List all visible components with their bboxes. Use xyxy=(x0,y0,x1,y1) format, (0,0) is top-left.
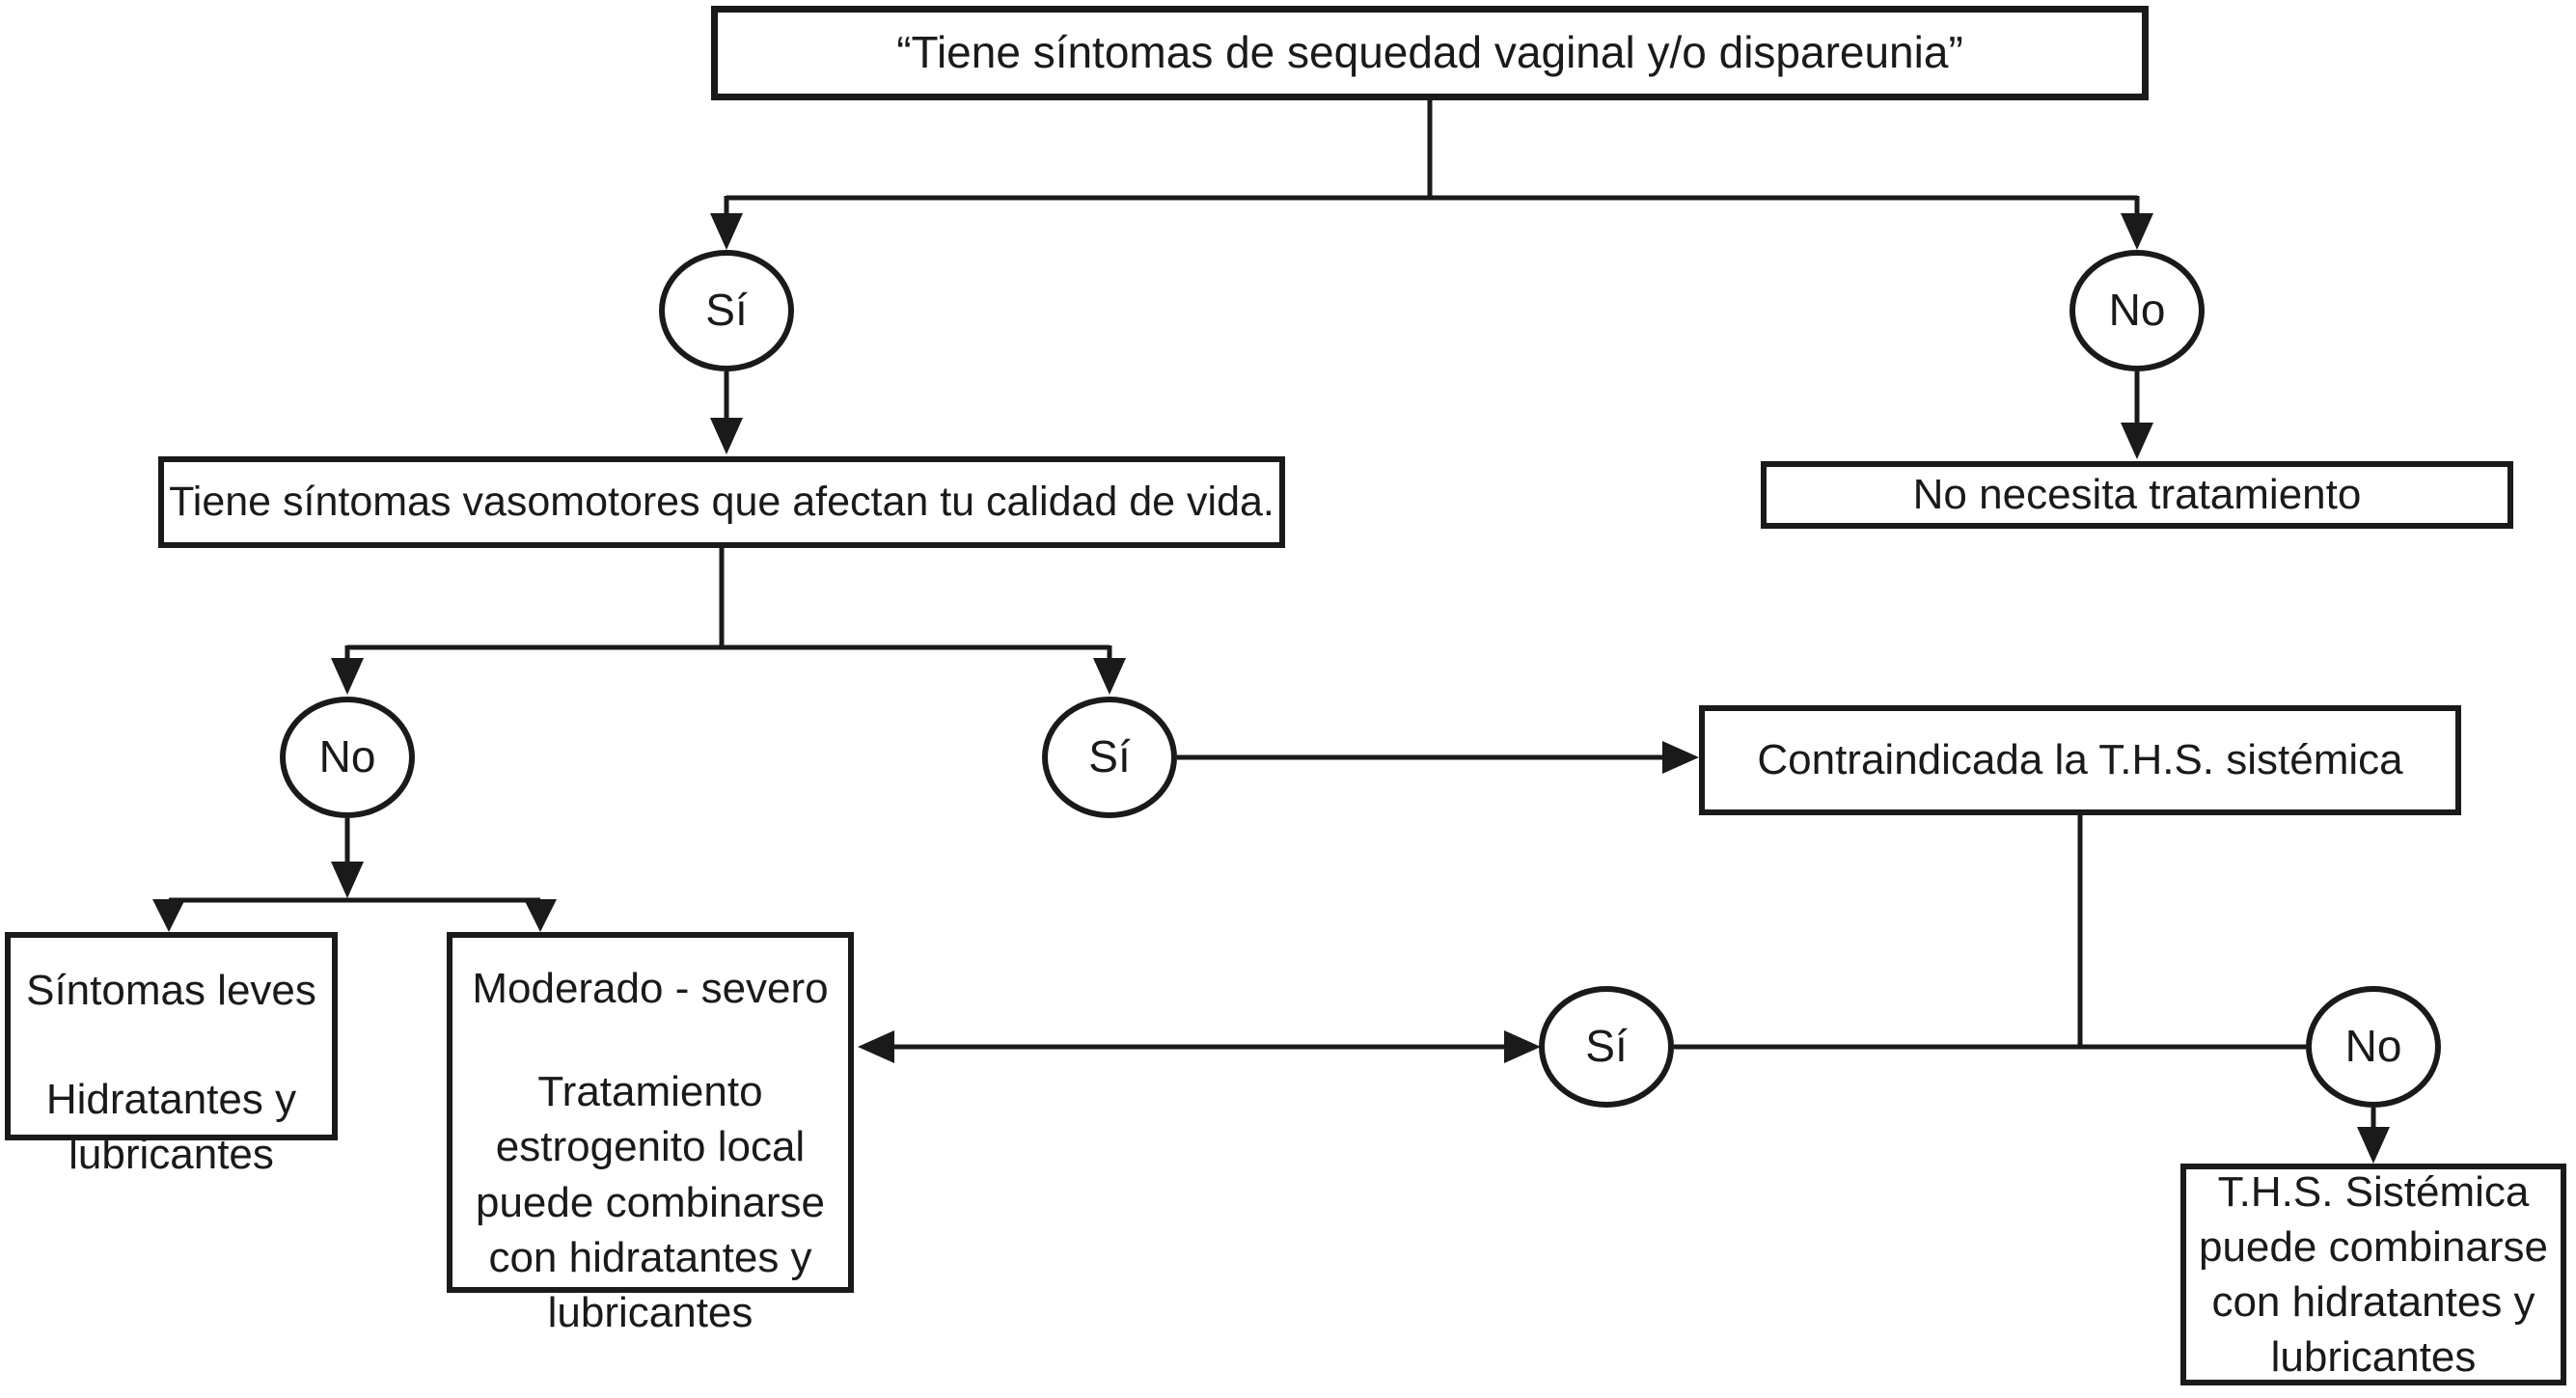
contraindicated-text: Contraindicada la T.H.S. sistémica xyxy=(1757,736,2403,784)
arrow-no3-to-ths xyxy=(2357,1108,2390,1164)
vasomotor-question-box: Tiene síntomas vasomotores que afectan t… xyxy=(158,456,1285,548)
no-circle-level1-label: No xyxy=(2108,285,2166,336)
yes-circle-level2-label: Sí xyxy=(1088,731,1131,782)
yes-circle-level3-label: Sí xyxy=(1585,1021,1628,1072)
root-question-text: “Tiene síntomas de sequedad vaginal y/o … xyxy=(896,27,1963,78)
moderate-severe-box: Moderado - severo Tratamiento estrogenit… xyxy=(447,932,854,1336)
yes-circle-level2: Sí xyxy=(1042,697,1177,818)
arrow-no1-to-no-treatment xyxy=(2121,371,2153,459)
arrow-yes2-to-contraindicated xyxy=(1177,741,1699,774)
arrow-yes1-to-vasomotor xyxy=(710,371,743,454)
root-question-box: “Tiene síntomas de sequedad vaginal y/o … xyxy=(711,6,2149,100)
moderate-severe-treatment: Tratamiento estrogenito local puede comb… xyxy=(475,1068,825,1336)
mild-symptoms-treatment: Hidratantes y lubricantes xyxy=(45,1076,297,1179)
no-circle-level2: No xyxy=(280,697,415,818)
arrow-no2-to-severity-split xyxy=(152,818,557,932)
yes-circle-level1-label: Sí xyxy=(705,285,748,336)
no-circle-level3: No xyxy=(2306,986,2441,1108)
no-treatment-text: No necesita tratamiento xyxy=(1912,471,2362,519)
no-circle-level1: No xyxy=(2069,250,2205,371)
arrow-yes3-moderate-bidirectional xyxy=(858,1030,1541,1063)
arrow-root-to-level1 xyxy=(710,100,2153,250)
no-circle-level3-label: No xyxy=(2344,1021,2402,1072)
mild-symptoms-title: Síntomas leves xyxy=(26,967,316,1014)
no-treatment-box: No necesita tratamiento xyxy=(1761,461,2513,529)
yes-circle-level3: Sí xyxy=(1539,986,1674,1108)
ths-systemic-box: T.H.S. Sistémica puede combinarse con hi… xyxy=(2180,1164,2566,1385)
contraindicated-box: Contraindicada la T.H.S. sistémica xyxy=(1699,705,2461,815)
vasomotor-question-text: Tiene síntomas vasomotores que afectan t… xyxy=(169,478,1274,525)
no-circle-level2-label: No xyxy=(318,731,376,782)
ths-systemic-text: T.H.S. Sistémica puede combinarse con hi… xyxy=(2198,1167,2548,1382)
mild-symptoms-box: Síntomas leves Hidratantes y lubricantes xyxy=(5,932,338,1178)
line-contraindicated-to-level3 xyxy=(1674,815,2306,1050)
arrow-vasomotor-to-level2 xyxy=(331,548,1126,695)
moderate-severe-title: Moderado - severo xyxy=(472,965,829,1012)
yes-circle-level1: Sí xyxy=(659,250,794,371)
